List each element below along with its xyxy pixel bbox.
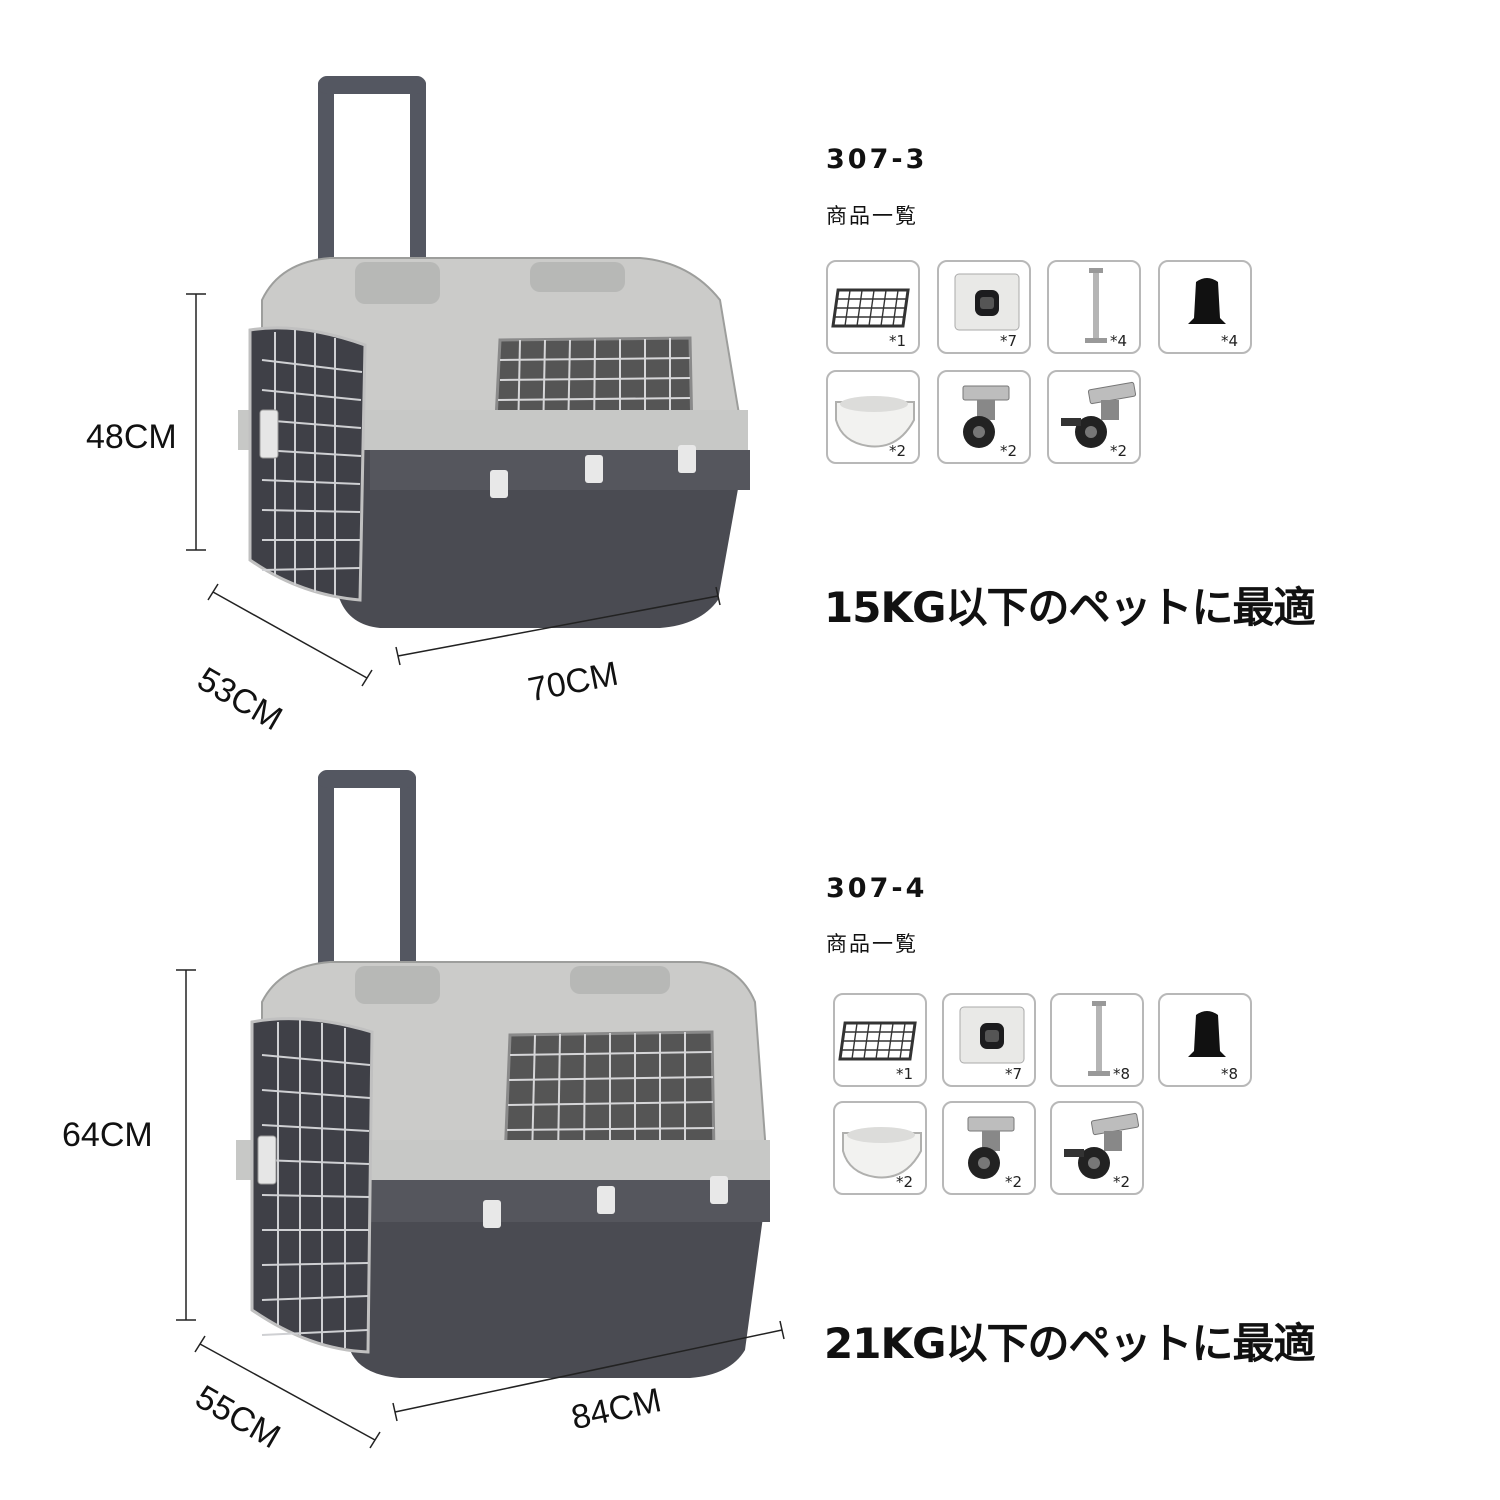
- quantity: *4: [1109, 332, 1127, 350]
- quantity: *2: [888, 442, 906, 460]
- caster-wheel-icon: [962, 385, 1010, 448]
- quantity: *8: [1220, 1065, 1238, 1083]
- accessory-tile: *2: [1047, 370, 1141, 464]
- accessory-tile: *1: [833, 993, 927, 1087]
- tray-grid-icon: [831, 288, 910, 328]
- accessory-tile: *1: [826, 260, 920, 354]
- accessory-tile: *7: [937, 260, 1031, 354]
- height-label: 64CM: [62, 1116, 153, 1154]
- quantity: *7: [999, 332, 1017, 350]
- height-label: 48CM: [86, 418, 177, 456]
- bowl-icon: [842, 1127, 922, 1179]
- carrier-image-307-4: [176, 770, 785, 1449]
- quantity: *4: [1220, 332, 1238, 350]
- brake-caster-icon: [1064, 1112, 1140, 1179]
- quantity: *8: [1112, 1065, 1130, 1083]
- accessory-tile: *2: [826, 370, 920, 464]
- rubber-foot-icon: [1188, 1011, 1226, 1057]
- bolt-icon: [1085, 268, 1107, 343]
- accessory-tile: *4: [1158, 260, 1252, 354]
- tray-grid-icon: [838, 1021, 917, 1061]
- quantity: *2: [895, 1173, 913, 1191]
- accessory-tile: *8: [1050, 993, 1144, 1087]
- quantity: *1: [895, 1065, 913, 1083]
- accessory-tile: *2: [833, 1101, 927, 1195]
- latch-plate-icon: [954, 273, 1020, 331]
- accessory-tile: *8: [1158, 993, 1252, 1087]
- quantity: *2: [1109, 442, 1127, 460]
- model-number: 307-3: [826, 144, 928, 175]
- accessory-tile: *2: [942, 1101, 1036, 1195]
- quantity: *7: [1004, 1065, 1022, 1083]
- model-number: 307-4: [826, 873, 928, 904]
- caster-wheel-icon: [967, 1116, 1015, 1179]
- bowl-icon: [835, 396, 915, 448]
- carrier-image-307-3: [186, 76, 750, 687]
- rubber-foot-icon: [1188, 278, 1226, 324]
- brake-caster-icon: [1061, 381, 1137, 448]
- weight-capacity-text: 15KG以下のペットに最適: [824, 583, 1315, 632]
- product-list-label: 商品一覧: [826, 204, 918, 228]
- accessory-tile: *4: [1047, 260, 1141, 354]
- latch-plate-icon: [959, 1006, 1025, 1064]
- accessory-tile: *2: [1050, 1101, 1144, 1195]
- accessory-tile: *2: [937, 370, 1031, 464]
- accessory-tile: *7: [942, 993, 1036, 1087]
- bolt-icon: [1088, 1001, 1110, 1076]
- quantity: *2: [999, 442, 1017, 460]
- quantity: *2: [1112, 1173, 1130, 1191]
- quantity: *1: [888, 332, 906, 350]
- product-list-label: 商品一覧: [826, 932, 918, 956]
- quantity: *2: [1004, 1173, 1022, 1191]
- weight-capacity-text: 21KG以下のペットに最適: [824, 1319, 1315, 1368]
